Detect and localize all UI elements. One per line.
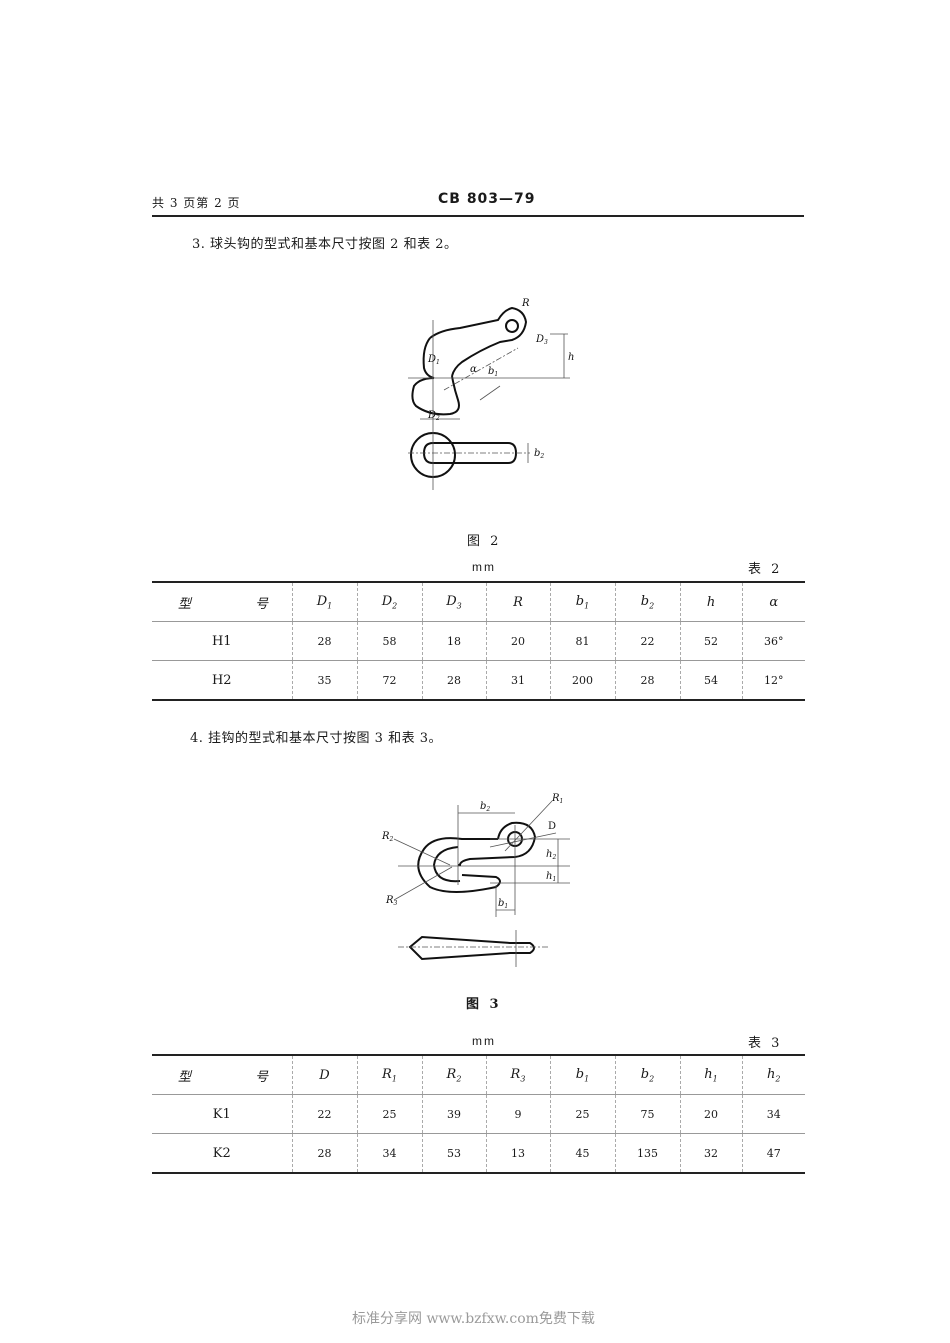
col-header: D bbox=[291, 1055, 357, 1095]
col-header: h2 bbox=[741, 1055, 805, 1095]
col-header: h bbox=[679, 582, 742, 622]
cell: H1 bbox=[152, 621, 292, 661]
label-h: h bbox=[568, 352, 574, 363]
col-header: R bbox=[485, 582, 550, 622]
cell: 52 bbox=[679, 621, 742, 661]
table3-unit: mm bbox=[472, 1034, 496, 1048]
cell: 135 bbox=[614, 1133, 680, 1173]
col-header: b1 bbox=[549, 1055, 615, 1095]
cell: 47 bbox=[741, 1133, 805, 1173]
cell: 31 bbox=[485, 660, 550, 700]
watermark: 标准分享网 www.bzfxw.com免费下载 bbox=[352, 1311, 595, 1327]
cell: 72 bbox=[356, 660, 422, 700]
cell: 22 bbox=[291, 1094, 357, 1134]
table2-header-row: 型 号 D1 D2 D3 R b1 b2 h α bbox=[152, 582, 805, 622]
label-alpha: α bbox=[470, 364, 477, 375]
cell: H2 bbox=[152, 660, 292, 700]
cell: 32 bbox=[679, 1133, 742, 1173]
label-R3: R3 bbox=[385, 895, 398, 907]
label-D: D bbox=[548, 821, 556, 832]
table-row: H1 28 58 18 20 81 22 52 36° bbox=[152, 621, 805, 661]
col-header: D2 bbox=[356, 582, 422, 622]
label-R1: R1 bbox=[551, 793, 563, 805]
cell: 28 bbox=[291, 621, 357, 661]
label-b1: b1 bbox=[498, 898, 508, 910]
cell: 28 bbox=[421, 660, 486, 700]
table-row: K2 28 34 53 13 45 135 32 47 bbox=[152, 1133, 805, 1173]
label-b2: b2 bbox=[534, 448, 544, 460]
standard-code: CB 803—79 bbox=[438, 191, 536, 207]
cell: 81 bbox=[549, 621, 615, 661]
header-rule bbox=[152, 215, 804, 217]
cell: 20 bbox=[679, 1094, 742, 1134]
label-h2: h2 bbox=[546, 849, 556, 861]
section4-text: 4. 挂钩的型式和基本尺寸按图 3 和表 3。 bbox=[190, 731, 442, 746]
col-header: R3 bbox=[485, 1055, 550, 1095]
figure2-caption: 图 2 bbox=[467, 534, 502, 549]
cell: 28 bbox=[291, 1133, 357, 1173]
cell: 34 bbox=[741, 1094, 805, 1134]
cell: 45 bbox=[549, 1133, 615, 1173]
cell: 53 bbox=[421, 1133, 486, 1173]
col-header: 型 号 bbox=[178, 596, 269, 612]
table-row: H2 35 72 28 31 200 28 54 12° bbox=[152, 660, 805, 700]
table3-title: 表 3 bbox=[748, 1036, 783, 1051]
table2-unit: mm bbox=[472, 560, 496, 574]
cell: K2 bbox=[152, 1133, 292, 1173]
cell: 28 bbox=[614, 660, 680, 700]
label-D3: D3 bbox=[535, 334, 548, 346]
table3: 型 号 D R1 R2 R3 b1 b2 h1 h2 K1 22 25 39 9… bbox=[152, 1054, 805, 1174]
cell: 34 bbox=[356, 1133, 422, 1173]
cell: 35 bbox=[291, 660, 357, 700]
cell: 25 bbox=[549, 1094, 615, 1134]
cell: 12° bbox=[741, 660, 805, 700]
col-header: b1 bbox=[549, 582, 615, 622]
col-header: R1 bbox=[356, 1055, 422, 1095]
table3-header-row: 型 号 D R1 R2 R3 b1 b2 h1 h2 bbox=[152, 1055, 805, 1095]
label-D2: D2 bbox=[427, 410, 440, 422]
table-row: K1 22 25 39 9 25 75 20 34 bbox=[152, 1094, 805, 1134]
figure3-caption: 图 3 bbox=[466, 997, 502, 1012]
cell: 13 bbox=[485, 1133, 550, 1173]
cell: K1 bbox=[152, 1094, 292, 1134]
cell: 39 bbox=[421, 1094, 486, 1134]
cell: 200 bbox=[549, 660, 615, 700]
label-b2: b2 bbox=[480, 801, 490, 813]
cell: 20 bbox=[485, 621, 550, 661]
col-header: α bbox=[741, 582, 805, 622]
cell: 9 bbox=[485, 1094, 550, 1134]
figure3-drawing: b2 R1 D R2 h2 h1 R3 b1 bbox=[381, 793, 570, 967]
page-info: 共 3 页第 2 页 bbox=[152, 196, 241, 210]
label-R2: R2 bbox=[381, 831, 394, 843]
col-header: b2 bbox=[614, 582, 680, 622]
figure2-drawing: R D3 h D1 α b1 D2 b2 bbox=[408, 298, 574, 490]
col-header: h1 bbox=[679, 1055, 742, 1095]
label-R: R bbox=[521, 298, 530, 309]
table2: 型 号 D1 D2 D3 R b1 b2 h α H1 28 58 18 20 … bbox=[152, 581, 805, 701]
cell: 18 bbox=[421, 621, 486, 661]
cell: 75 bbox=[614, 1094, 680, 1134]
table2-title: 表 2 bbox=[748, 562, 783, 577]
cell: 36° bbox=[741, 621, 805, 661]
cell: 25 bbox=[356, 1094, 422, 1134]
cell: 54 bbox=[679, 660, 742, 700]
col-header: D3 bbox=[421, 582, 486, 622]
col-header: D1 bbox=[291, 582, 357, 622]
col-header: R2 bbox=[421, 1055, 486, 1095]
col-header: 型 号 bbox=[178, 1069, 269, 1085]
cell: 22 bbox=[614, 621, 680, 661]
cell: 58 bbox=[356, 621, 422, 661]
label-D1: D1 bbox=[427, 354, 440, 366]
label-h1: h1 bbox=[546, 871, 556, 883]
label-b1: b1 bbox=[488, 366, 498, 378]
section3-text: 3. 球头钩的型式和基本尺寸按图 2 和表 2。 bbox=[192, 237, 458, 252]
col-header: b2 bbox=[614, 1055, 680, 1095]
